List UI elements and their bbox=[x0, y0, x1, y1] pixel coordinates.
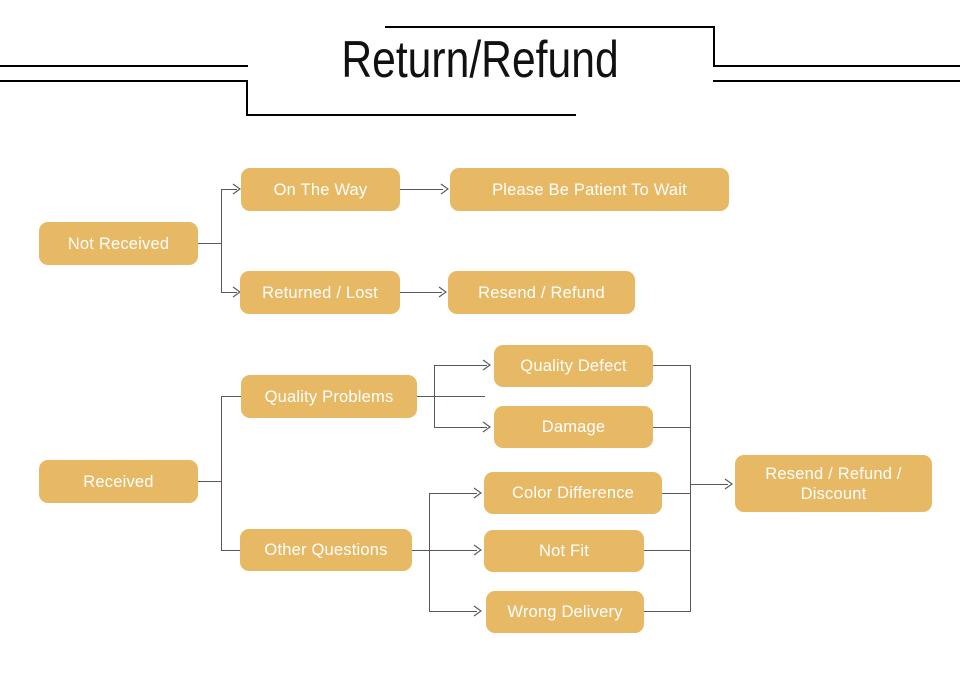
node-not-received[interactable]: Not Received bbox=[39, 222, 198, 265]
node-not-fit[interactable]: Not Fit bbox=[484, 530, 644, 572]
arrow-to-wrong-delivery bbox=[473, 605, 482, 617]
connector-merge-rail bbox=[690, 365, 691, 612]
node-resend-refund[interactable]: Resend / Refund bbox=[448, 271, 635, 314]
node-other-questions[interactable]: Other Questions bbox=[240, 529, 412, 571]
arrow-to-damage bbox=[482, 421, 491, 433]
header-rule-left-drop bbox=[246, 80, 248, 116]
connector-returned-to-resend bbox=[400, 292, 442, 293]
connector-to-on-the-way bbox=[221, 189, 237, 190]
node-received[interactable]: Received bbox=[39, 460, 198, 503]
page-title: Return/Refund bbox=[341, 31, 619, 89]
connector-color-difference-out bbox=[662, 493, 691, 494]
connector-to-color-difference bbox=[429, 493, 477, 494]
connector-received-stem bbox=[198, 481, 222, 482]
page-header: Return/Refund bbox=[0, 0, 960, 130]
node-returned-lost[interactable]: Returned / Lost bbox=[240, 271, 400, 314]
node-on-the-way[interactable]: On The Way bbox=[241, 168, 400, 211]
header-rule-left-lower bbox=[0, 80, 248, 82]
node-resend-refund-discount[interactable]: Resend / Refund / Discount bbox=[735, 455, 932, 512]
connector-merge-to-final bbox=[690, 484, 728, 485]
node-quality-defect[interactable]: Quality Defect bbox=[494, 345, 653, 387]
node-wrong-delivery[interactable]: Wrong Delivery bbox=[486, 591, 644, 633]
node-damage[interactable]: Damage bbox=[494, 406, 653, 448]
header-rule-right-rise bbox=[713, 26, 715, 66]
arrow-to-not-fit bbox=[473, 544, 482, 556]
header-rule-top bbox=[385, 26, 715, 28]
header-rule-bottom bbox=[246, 114, 576, 116]
connector-to-quality-problems bbox=[221, 396, 241, 397]
arrow-to-on-the-way bbox=[232, 183, 241, 195]
connector-to-quality-defect bbox=[434, 365, 487, 366]
connector-quality-problems-stem bbox=[417, 396, 485, 397]
arrow-to-quality-defect bbox=[482, 359, 491, 371]
arrow-to-please-be-patient bbox=[440, 183, 449, 195]
header-rule-right-upper bbox=[713, 65, 960, 67]
arrow-to-resend-refund-discount bbox=[724, 478, 733, 490]
connector-other-questions-spine bbox=[429, 493, 430, 612]
header-rule-left-upper bbox=[0, 65, 248, 67]
connector-quality-problems-spine bbox=[434, 365, 435, 428]
node-quality-problems[interactable]: Quality Problems bbox=[241, 375, 417, 418]
connector-damage-out bbox=[653, 427, 691, 428]
connector-to-not-fit bbox=[429, 550, 477, 551]
connector-to-returned-lost bbox=[221, 292, 237, 293]
connector-to-damage bbox=[434, 427, 487, 428]
connector-on-the-way-to-patient bbox=[400, 189, 443, 190]
node-please-be-patient[interactable]: Please Be Patient To Wait bbox=[450, 168, 729, 211]
header-rule-right-lower bbox=[713, 80, 960, 82]
connector-wrong-delivery-out bbox=[644, 611, 691, 612]
connector-not-received-spine bbox=[221, 189, 222, 293]
node-color-difference[interactable]: Color Difference bbox=[484, 472, 662, 514]
connector-not-fit-out bbox=[644, 550, 691, 551]
connector-to-wrong-delivery bbox=[429, 611, 477, 612]
connector-received-spine bbox=[221, 396, 222, 551]
connector-to-other-questions bbox=[221, 550, 240, 551]
connector-not-received-stem bbox=[198, 243, 222, 244]
arrow-to-color-difference bbox=[473, 487, 482, 499]
arrow-to-resend-refund bbox=[438, 286, 447, 298]
connector-quality-defect-out bbox=[653, 365, 691, 366]
